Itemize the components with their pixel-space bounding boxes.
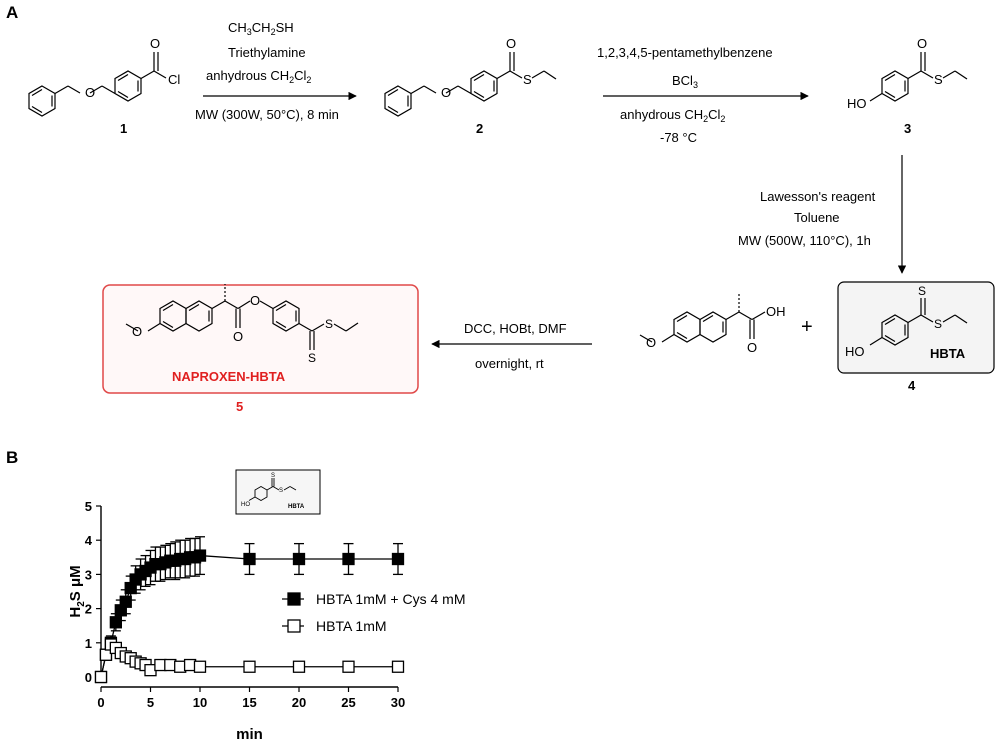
data-point-1	[391, 660, 405, 673]
x-tick-label: 10	[193, 695, 207, 710]
step4-conditions: overnight, rt	[475, 356, 544, 371]
step1-reagent-triethylamine: Triethylamine	[228, 45, 306, 60]
x-tick-label: 20	[292, 695, 306, 710]
aryl-ring-1	[114, 70, 142, 102]
legend-label-0: HBTA 1mM + Cys 4 mM	[316, 591, 465, 607]
hbta-box	[837, 281, 995, 374]
data-point-1	[94, 670, 108, 684]
step2-reagent-pentamethylbenzene: 1,2,3,4,5-pentamethylbenzene	[597, 45, 773, 60]
data-point-1	[243, 660, 256, 673]
inset-hydroxyl: HO	[241, 502, 250, 508]
naproxen-hydroxyl: OH	[766, 304, 786, 319]
x-tick-label: 30	[391, 695, 405, 710]
compound-1-structure	[28, 52, 167, 117]
data-point-0	[243, 552, 256, 566]
compound-2-structure	[384, 52, 557, 117]
compound-4-thione-sulfur: S	[918, 284, 926, 298]
compound-4-sulfur: S	[934, 317, 942, 331]
compound-5-number: 5	[236, 399, 243, 414]
compound-1-carbonyl-oxygen: O	[150, 36, 160, 51]
x-tick-label: 0	[97, 695, 104, 710]
compound-4-structure	[869, 298, 968, 346]
data-point-0	[119, 595, 132, 608]
compound-2-number: 2	[476, 121, 483, 136]
data-point-0	[109, 616, 122, 629]
data-point-0	[342, 552, 355, 566]
y-tick-label: 4	[85, 533, 93, 548]
compound-3-hydroxyl: HO	[847, 96, 867, 111]
compound-5-thione-sulfur: S	[308, 351, 316, 365]
legend-marker-0	[287, 592, 301, 606]
naproxen-methoxy-oxygen: O	[646, 335, 656, 350]
compound-5-methoxy-oxygen: O	[132, 324, 142, 339]
compound-2-oxygen: O	[441, 85, 451, 100]
compound-3-sulfur: S	[934, 72, 943, 87]
step3-solvent-toluene: Toluene	[794, 210, 840, 225]
compound-5-structure	[125, 284, 359, 350]
naproxen-carbonyl-oxygen: O	[747, 340, 757, 355]
inset-hbta-label: HBTA	[288, 504, 305, 510]
y-tick-label: 5	[85, 499, 92, 514]
y-tick-label: 0	[85, 670, 92, 685]
data-point-0	[391, 552, 405, 566]
x-tick-label: 15	[242, 695, 256, 710]
h2s-release-chart: 0 1 2 3 4 5 0 5 10 15 20 25 30 min H2S μM HBTA 1mM + Cy…	[67, 499, 465, 743]
step2-reagent-bcl3: BCl3	[672, 73, 698, 90]
data-point-1	[342, 660, 355, 673]
compound-1-number: 1	[120, 121, 127, 136]
step3-reagent-lawesson: Lawesson's reagent	[760, 189, 876, 204]
y-axis-label: H2S μM	[67, 565, 87, 617]
x-tick-label: 25	[341, 695, 355, 710]
compound-3-structure	[869, 52, 968, 102]
step2-temperature: -78 °C	[660, 130, 697, 145]
benzyl-ring-1	[28, 85, 56, 117]
inset-hbta-structure	[248, 478, 297, 502]
plus-sign: +	[801, 316, 813, 338]
naproxen-structure	[639, 293, 766, 343]
compound-5-sulfur: S	[325, 317, 333, 331]
compound-4-hydroxyl: HO	[845, 344, 865, 359]
compound-5-ester-oxygen: O	[250, 293, 260, 308]
compound-5-carbonyl-oxygen: O	[233, 329, 243, 344]
step1-conditions: MW (300W, 50°C), 8 min	[195, 107, 339, 122]
data-point-1	[292, 660, 306, 673]
data-point-1	[193, 660, 207, 673]
data-point-0	[292, 552, 306, 566]
legend-marker-1	[287, 619, 301, 633]
compound-1-oxygen: O	[85, 85, 95, 100]
panel-a-label: A	[6, 3, 18, 22]
inset-thione-sulfur: S	[271, 473, 275, 479]
y-tick-label: 1	[85, 636, 92, 651]
step3-conditions: MW (500W, 110°C), 1h	[738, 233, 871, 248]
step1-solvent: anhydrous CH2Cl2	[206, 68, 311, 85]
compound-3-carbonyl-oxygen: O	[917, 36, 927, 51]
step1-reagent-ethanethiol: CH3CH2SH	[228, 20, 294, 37]
compound-2-sulfur: S	[523, 72, 532, 87]
compound-3-number: 3	[904, 121, 911, 136]
x-tick-label: 5	[147, 695, 154, 710]
step2-solvent: anhydrous CH2Cl2	[620, 107, 725, 124]
compound-5-name: NAPROXEN-HBTA	[172, 369, 286, 384]
panel-b-label: B	[6, 448, 18, 467]
inset-hbta-box	[235, 469, 321, 515]
naproxen-hbta-box	[102, 284, 419, 394]
x-axis-label: min	[236, 726, 263, 743]
compound-1-chlorine: Cl	[168, 72, 180, 87]
legend-label-1: HBTA 1mM	[316, 618, 387, 634]
data-point-0	[193, 549, 207, 562]
step4-reagents: DCC, HOBt, DMF	[464, 321, 567, 336]
y-tick-label: 2	[85, 602, 92, 617]
compound-2-carbonyl-oxygen: O	[506, 36, 516, 51]
inset-sulfur: S	[279, 488, 283, 494]
compound-4-number: 4	[908, 378, 916, 393]
y-tick-label: 3	[85, 567, 92, 582]
compound-4-name: HBTA	[930, 346, 966, 361]
